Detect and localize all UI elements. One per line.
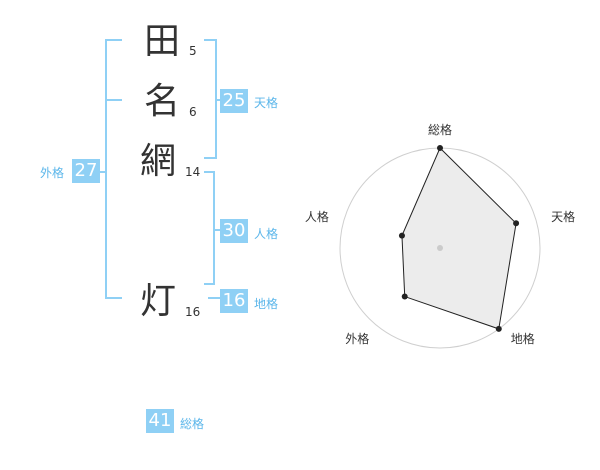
soukaku-badge: 41 [146,409,174,433]
radar-axis-label: 総格 [428,122,452,137]
chikaku-badge: 16 [220,289,248,313]
radar-point-3 [495,325,502,332]
stroke-count-3: 14 [185,165,201,179]
gaikaku-label: 外格 [40,166,65,180]
stroke-count-1: 5 [189,44,197,58]
radar-axis-label: 人格 [305,209,329,224]
radar-axis-label: 外格 [345,331,369,346]
tenkaku-label: 天格 [254,96,279,110]
radar-axis-label: 天格 [551,209,575,224]
tenkaku-badge: 25 [220,89,248,113]
stroke-count-2: 6 [189,105,197,119]
name-char-1: 田 [144,21,181,62]
name-char-3: 網 [140,141,177,182]
name-char-4: 灯 [140,281,177,322]
radar-axis-label: 地格 [511,331,535,346]
radar-center-dot [437,245,443,251]
chikaku-label: 地格 [254,297,279,311]
stroke-count-4: 16 [185,305,201,319]
radar-point-2 [513,220,520,227]
jinkaku-badge: 30 [220,219,248,243]
gaikaku-bracket [105,39,122,299]
soukaku-label: 総格 [180,417,205,431]
radar-polygon [401,147,517,330]
name-char-2: 名 [144,81,181,122]
gaikaku-badge: 27 [72,159,100,183]
radar-point-1 [437,145,443,151]
tenkaku-bracket [204,39,217,159]
radar-point-5 [398,232,405,239]
jinkaku-bracket [204,171,215,285]
radar-point-4 [401,293,408,300]
jinkaku-label: 人格 [254,227,279,241]
